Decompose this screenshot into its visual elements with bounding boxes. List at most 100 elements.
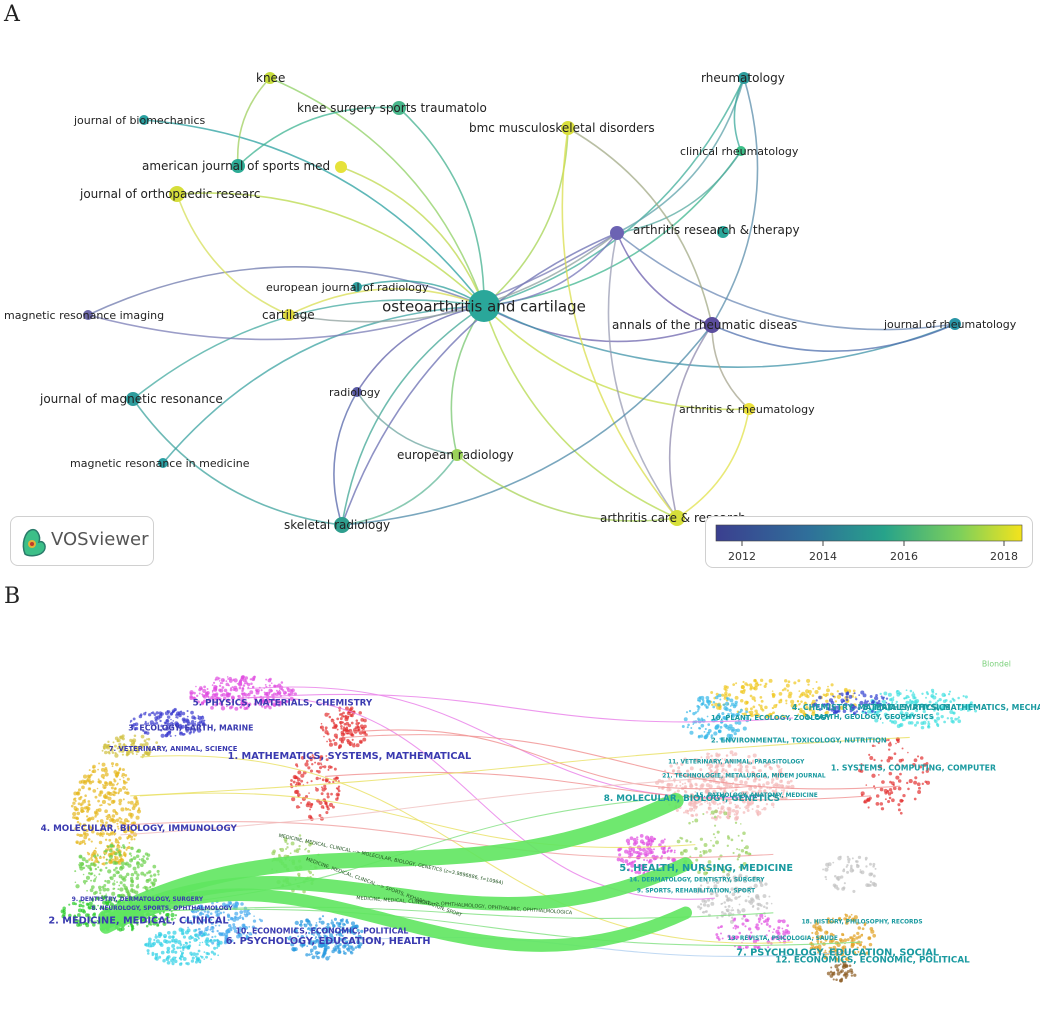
point-cloud-22 <box>715 913 791 950</box>
edge-oac-ajsm2 <box>340 166 485 307</box>
edge-ard-ar <box>711 324 750 410</box>
node-label-mrm: magnetic resonance in medicine <box>70 457 250 470</box>
left-cluster-label-4-molecular-biology-immunology: 4. MOLECULAR, BIOLOGY, IMMUNOLOGY <box>41 824 238 834</box>
edge-oac-acr <box>483 305 678 519</box>
node-ejr[interactable] <box>352 282 362 292</box>
right-cluster-label-1-systems-computing-computer: 1. SYSTEMS, COMPUTING, COMPUTER <box>831 764 996 773</box>
node-label-jbio: journal of biomechanics <box>73 114 206 127</box>
edge-jor-cart <box>176 193 290 316</box>
right-cluster-label-5-health-nursing-medicine: 5. HEALTH, NURSING, MEDICINE <box>619 863 793 874</box>
main-flow-3 <box>99 888 692 952</box>
edge-oac-mri <box>87 266 485 316</box>
right-cluster-label-7-psychology-education-social: 7. PSYCHOLOGY, EDUCATION, SOCIAL <box>736 948 939 959</box>
node-jbio[interactable] <box>139 115 149 125</box>
left-cluster-label-2-medicine-medical-clinical: 2. MEDICINE, MEDICAL, CLINICAL <box>48 916 228 927</box>
node-knee[interactable] <box>264 72 276 84</box>
right-cluster-label-2-environmental-toxicology-nutrition: 2. ENVIRONMENTAL, TOXICOLOGY, NUTRITION <box>711 736 887 744</box>
edge-art-jrheum <box>616 232 956 331</box>
node-ajsm2[interactable] <box>335 161 347 173</box>
edge-art-sr <box>341 232 618 526</box>
legend-tick-2018: 2018 <box>990 550 1018 563</box>
vosviewer-logo-text: VOSviewer <box>51 529 149 550</box>
edge-rheum-crheum <box>733 77 745 152</box>
point-cloud-24 <box>822 855 878 893</box>
edge-oac-jor <box>176 192 485 307</box>
edge-mri-art <box>87 232 618 341</box>
citation-link-1 <box>237 693 793 723</box>
node-crheum[interactable] <box>736 146 746 156</box>
node-er[interactable] <box>451 449 463 461</box>
point-cloud-13 <box>710 678 857 720</box>
right-cluster-label-12-economics-economic-political: 12. ECONOMICS, ECONOMIC, POLITICAL <box>775 956 970 966</box>
node-label-sr: skeletal radiology <box>284 518 390 532</box>
edge-jmr-sr <box>132 398 343 526</box>
edge-art-ard <box>616 232 713 326</box>
panel-label-b: B <box>4 584 21 609</box>
node-label-crheum: clinical rheumatology <box>680 145 799 158</box>
left-cluster-label-9-dentistry-dermatology-surgery: 9. DENTISTRY, DERMATOLOGY, SURGERY <box>72 897 204 903</box>
point-cloud-19 <box>676 809 752 877</box>
node-art2[interactable] <box>717 226 729 238</box>
left-cluster-label-3-ecology-earth-marine: 3. ECOLOGY, EARTH, MARINE <box>128 724 253 733</box>
node-radiol[interactable] <box>352 387 362 397</box>
edge-ard-jrheum <box>711 323 956 352</box>
node-kssta[interactable] <box>392 101 406 115</box>
right-cluster-label-14-dermatology-dentistry-surgery: 14. DERMATOLOGY, DENTISTRY, SURGERY <box>629 878 765 884</box>
main-flow-2 <box>99 857 693 930</box>
edge-oac-sr <box>341 305 485 526</box>
node-jor[interactable] <box>169 186 185 202</box>
node-jrheum[interactable] <box>949 318 961 330</box>
point-cloud-5 <box>289 754 341 821</box>
node-acr[interactable] <box>669 510 685 526</box>
node-bmc[interactable] <box>561 121 575 135</box>
node-oac[interactable] <box>468 290 500 322</box>
right-cluster-label-15-pathology-anatomy-medicine: 15. PATHOLOGY, ANATOMY, MEDICINE <box>695 793 817 799</box>
edge-ard-acr <box>668 324 713 519</box>
right-cluster-label-8-molecular-biology-genetics: 8. MOLECULAR, BIOLOGY, GENETICS <box>604 794 780 804</box>
node-ard[interactable] <box>704 317 720 333</box>
point-cloud-12 <box>144 927 223 966</box>
node-mri[interactable] <box>83 310 93 320</box>
node-label-knee: knee <box>256 71 285 85</box>
edge-oac-bmc <box>483 127 569 307</box>
vosviewer-logo: VOSviewer <box>10 516 154 566</box>
node-rheum[interactable] <box>738 72 750 84</box>
node-ajsm[interactable] <box>231 159 245 173</box>
node-label-rheum: rheumatology <box>701 71 785 85</box>
edge-ard-bmc <box>567 127 713 326</box>
node-ar[interactable] <box>743 403 755 415</box>
node-label-ard: annals of the rheumatic diseas <box>612 318 797 332</box>
right-cluster-label-3-earth-geology-geophysics: 3. EARTH, GEOLOGY, GEOPHYSICS <box>805 713 934 721</box>
node-jmr[interactable] <box>126 392 140 406</box>
right-cluster-label-10-plant-ecology-zoology: 10. PLANT, ECOLOGY, ZOOLOGY <box>711 714 831 722</box>
right-cluster-label-18-history-philosophy-records: 18. HISTORY, PHILOSOPHY, RECORDS <box>802 920 923 926</box>
vosviewer-logo-icon <box>22 528 46 557</box>
edge-er-acr <box>456 454 678 522</box>
node-sr[interactable] <box>334 517 350 533</box>
edge-oac-jmr <box>132 299 485 400</box>
edge-sr-er <box>341 454 458 526</box>
point-cloud-15 <box>860 688 978 730</box>
node-cart[interactable] <box>283 309 295 321</box>
right-cluster-label-6-mathematics-mathematics-mechanics: 6. MATHEMATICS, MATHEMATICS, MECHANICS <box>863 703 1040 712</box>
node-label-oac: osteoarthritis and cartilage <box>382 297 586 315</box>
point-cloud-6 <box>70 762 142 867</box>
left-cluster-label-7-veterinary-animal-science: 7. VETERINARY, ANIMAL, SCIENCE <box>109 745 238 753</box>
edge-radiol-sr <box>333 391 358 526</box>
citation-link-12 <box>130 906 774 919</box>
left-cluster-label-6-psychology-education-health: 6. PSYCHOLOGY, EDUCATION, HEALTH <box>226 936 431 947</box>
main-flow-1 <box>98 792 684 926</box>
node-mrm[interactable] <box>158 458 168 468</box>
edge-oac-jbio <box>143 119 485 307</box>
edge-oac-radiol <box>356 305 485 393</box>
node-label-radiol: radiology <box>329 386 381 399</box>
right-cluster-label-4-chemistry-materials-physics: 4. CHEMISTRY, MATERIALS, PHYSICS <box>792 703 951 712</box>
right-cluster-label-11-veterinary-animal-parasitology: 11. VETERINARY, ANIMAL, PARASITOLOGY <box>668 760 805 766</box>
point-cloud-20 <box>616 833 677 875</box>
legend-tick-2012: 2012 <box>728 550 756 563</box>
point-cloud-2 <box>129 707 206 738</box>
node-art[interactable] <box>610 226 624 240</box>
